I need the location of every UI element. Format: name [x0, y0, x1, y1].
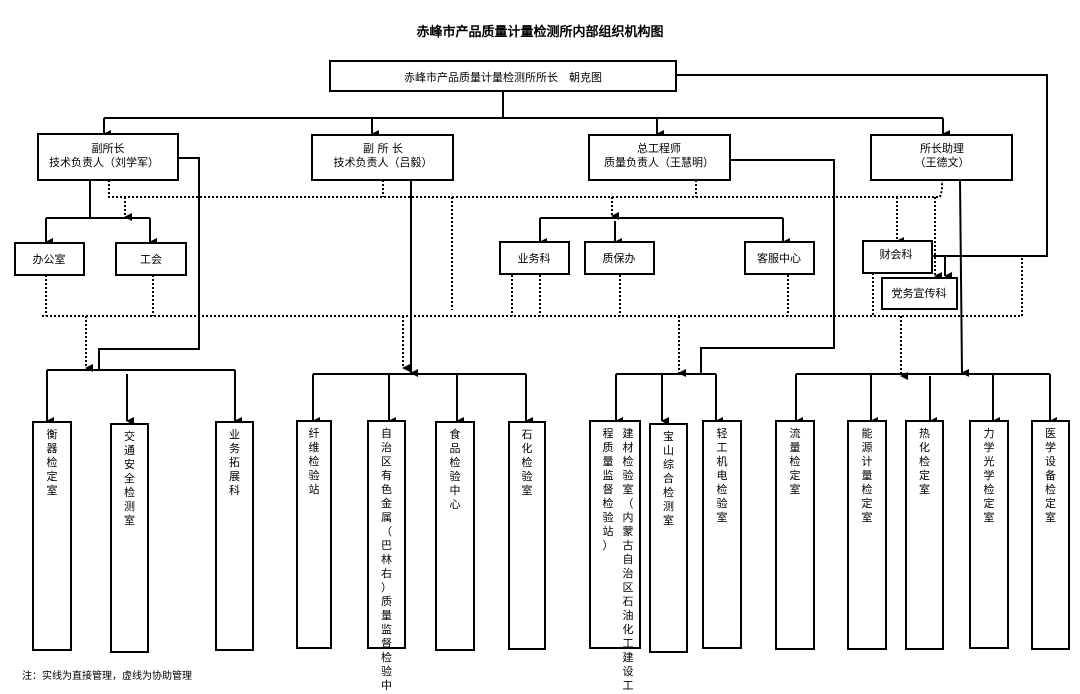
unit-label: 能源计量检定室: [862, 426, 873, 524]
unit-label: 业务拓展科: [229, 428, 240, 497]
unit-label: 宝山综合检测室: [663, 429, 674, 527]
director-box: 赤峰市产品质量计量检测所所长 朝克图: [329, 60, 677, 92]
unit-label: 建材检验室（内蒙古自治区石油化工建设工: [623, 426, 634, 692]
party-label: 党务宣传科: [892, 286, 947, 300]
office-box: 办公室: [14, 242, 85, 276]
unit-label: 轻工机电检验室: [717, 426, 728, 524]
unit-box: 热化检定室: [905, 420, 944, 650]
unit-label: 交通安全检测室: [124, 429, 135, 527]
unit-box: 交通安全检测室: [110, 423, 149, 653]
unit-label: 医学设备检定室: [1045, 427, 1056, 524]
unit-box: 医学设备检定室: [1031, 420, 1070, 650]
unit-label: 流量检定室: [790, 426, 801, 496]
qa-label: 质保办: [603, 251, 636, 265]
deputy-box-liu: 副所长 技术负责人（刘学军）: [37, 133, 179, 181]
deputy-box-lv: 副 所 长 技术负责人（吕毅）: [311, 134, 454, 181]
unit-box: 自治区有色金属（巴林右）质量监督检验中心: [367, 420, 406, 694]
deputy-title: 副所长: [92, 142, 125, 155]
office-label: 办公室: [33, 252, 66, 266]
unit-box: 食品检验中心: [435, 421, 475, 651]
deputy-name: 技术负责人（吕毅）: [334, 155, 433, 169]
chart-title: 赤峰市产品质量计量检测所内部组织机构图: [416, 24, 663, 40]
unit-label: 程质量监督检验站）: [603, 427, 614, 552]
unit-boxes: 衡器检定室 交通安全检测室 业务拓展科 纤维检验站 自治区有色金属（巴林右）质量监督检验…: [32, 420, 1070, 694]
unit-box: 力学光学检定室: [969, 420, 1009, 649]
unit-label: 衡器检定室: [47, 428, 58, 497]
qa-office-box: 质保办: [584, 241, 655, 275]
deputy-name: （王德文）: [915, 155, 970, 169]
unit-label: 石化检验室: [522, 428, 533, 497]
customer-service-box: 客服中心: [744, 241, 815, 275]
unit-label: 纤维检验站: [309, 427, 320, 496]
deputy-title: 副 所 长: [363, 142, 403, 155]
finance-label: 财会科: [880, 247, 913, 261]
party-publicity-box: 党务宣传科: [881, 277, 958, 310]
unit-box: 纤维检验站: [296, 420, 332, 649]
unit-box: 流量检定室: [775, 420, 815, 650]
unit-label: 力学光学检定室: [984, 427, 995, 524]
unit-box: 石化检验室: [508, 421, 546, 650]
unit-box: 衡器检定室: [32, 421, 72, 651]
business-dept-box: 业务科: [499, 241, 570, 275]
director-label: 赤峰市产品质量计量检测所所长 朝克图: [404, 70, 602, 84]
finance-box: 财会科: [862, 240, 933, 274]
director-assistant-box: 所长助理 （王德文）: [870, 134, 1013, 181]
union-label: 工会: [140, 253, 162, 266]
service-label: 客服中心: [757, 251, 801, 265]
deputy-name: 质量负责人（王慧明）: [604, 155, 714, 169]
unit-label: 食品检验中心: [450, 427, 461, 511]
union-box: 工会: [115, 242, 187, 276]
unit-label: 热化检定室: [919, 427, 930, 496]
solid-connectors: [45, 74, 1057, 425]
chief-engineer-box: 总工程师 质量负责人（王慧明）: [588, 134, 731, 181]
deputy-title: 总工程师: [637, 141, 681, 155]
deputy-title: 所长助理: [920, 141, 964, 155]
unit-label: 自治区有色金属（巴林右）质量监督检验中心: [381, 427, 392, 694]
unit-box: 轻工机电检验室: [702, 420, 742, 649]
unit-box: 业务拓展科: [215, 421, 254, 651]
legend-note: 注：实线为直接管理，虚线为协助管理: [22, 669, 192, 682]
unit-box: 能源计量检定室: [847, 420, 887, 650]
dotted-connectors: [42, 180, 1023, 380]
deputy-name: 技术负责人（刘学军）: [49, 155, 159, 169]
business-label: 业务科: [518, 251, 551, 265]
unit-box: 宝山综合检测室: [649, 423, 688, 653]
